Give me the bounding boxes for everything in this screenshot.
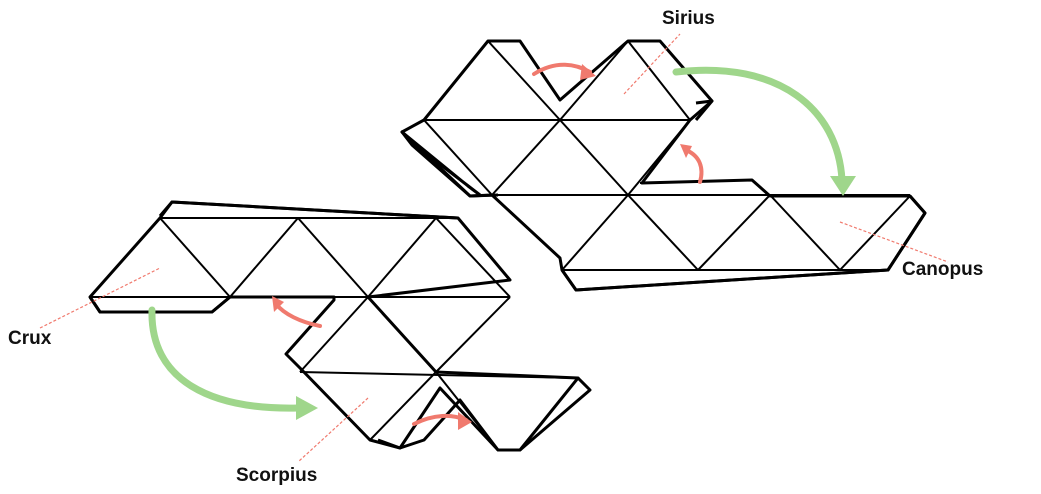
arrows — [148, 62, 856, 430]
upper-net-outline — [400, 39, 927, 292]
label-sirius: Sirius — [662, 8, 715, 29]
small-arrow-head-top — [580, 64, 596, 80]
lower-net-outline — [88, 200, 580, 452]
label-canopus: Canopus — [902, 259, 983, 280]
large-arrow-head-scorpius — [296, 396, 318, 420]
small-arrow-head-mid-lower — [272, 296, 284, 312]
leader-line-canopus — [839, 221, 949, 263]
large-arrow-head-canopus — [830, 176, 856, 196]
large-arrow-crux-to-scorpius — [148, 306, 302, 412]
leader-line-sirius — [623, 33, 681, 95]
small-arrow-mid-lower — [274, 302, 322, 328]
lower-net-triangles — [90, 217, 579, 451]
leader-line-scorpius — [297, 397, 369, 463]
lower-left-net — [88, 200, 592, 452]
small-arrow-head-bottom — [458, 412, 472, 430]
label-crux: Crux — [8, 328, 52, 349]
lower-net-side-right — [377, 376, 592, 452]
upper-net-side-right-bottom — [560, 195, 927, 292]
small-arrow-mid-upper — [684, 148, 704, 184]
large-arrow-sirius-to-canopus — [672, 66, 846, 184]
leader-line-crux — [39, 267, 161, 329]
upper-right-net — [400, 39, 927, 292]
lower-net-side-left — [88, 295, 231, 314]
leader-lines — [39, 33, 949, 463]
upper-net-triangles — [423, 40, 911, 271]
small-arrow-head-mid-upper — [680, 144, 692, 158]
label-scorpius: Scorpius — [236, 465, 317, 486]
